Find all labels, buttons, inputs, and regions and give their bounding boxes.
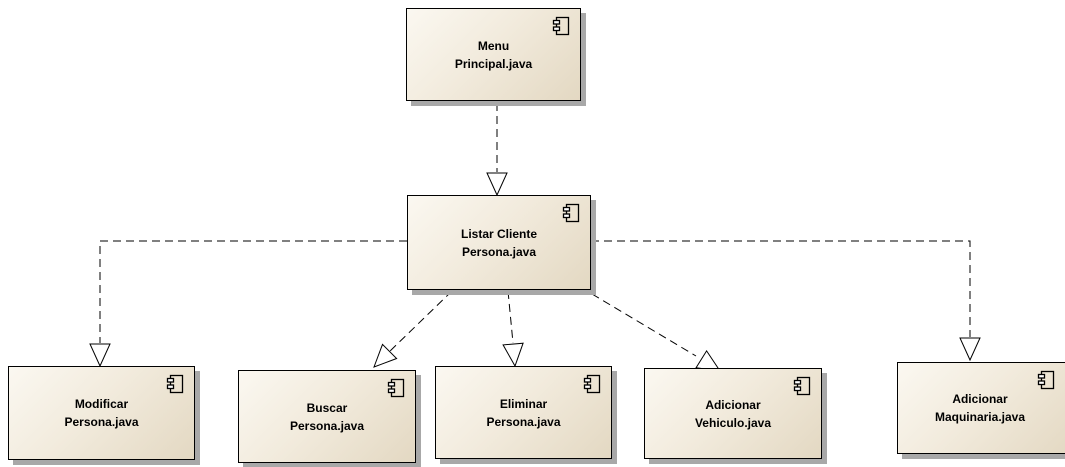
hollow-arrowhead <box>373 343 398 368</box>
component-buscar-persona[interactable]: Buscar Persona.java <box>238 370 416 463</box>
component-adicionar-maquinaria[interactable]: Adicionar Maquinaria.java <box>897 362 1065 454</box>
component-label: Modificar Persona.java <box>64 397 139 429</box>
dependency-listar-to-buscar[interactable] <box>373 290 453 368</box>
component-listar-cliente-persona[interactable]: Listar Cliente Persona.java <box>407 195 591 290</box>
component-icon <box>793 376 811 396</box>
component-icon <box>562 203 580 223</box>
component-label: Menu Principal.java <box>454 38 533 71</box>
dependency-line <box>507 290 514 344</box>
hollow-arrowhead <box>502 342 524 368</box>
dependency-listar-to-vehiculo[interactable] <box>591 293 722 372</box>
dependency-listar-to-maquinaria[interactable] <box>591 240 981 362</box>
component-modificar-persona[interactable]: Modificar Persona.java <box>8 366 195 460</box>
component-adicionar-vehiculo[interactable]: Adicionar Vehiculo.java <box>644 368 822 459</box>
hollow-arrowhead <box>959 337 981 362</box>
component-icon <box>1037 370 1055 390</box>
dependency-listar-to-eliminar[interactable] <box>502 290 524 368</box>
component-label: Adicionar Maquinaria.java <box>934 392 1026 424</box>
dependency-line <box>99 240 407 343</box>
dependency-line <box>591 240 971 337</box>
component-label: Buscar Persona.java <box>289 400 365 433</box>
hollow-arrowhead <box>486 172 508 197</box>
component-label: Listar Cliente Persona.java <box>460 226 538 259</box>
component-eliminar-persona[interactable]: Eliminar Persona.java <box>435 366 612 459</box>
component-icon <box>583 374 601 394</box>
component-icon <box>552 16 570 36</box>
dependency-menu-to-listar[interactable] <box>486 103 508 197</box>
component-label: Adicionar Vehiculo.java <box>694 397 772 430</box>
dependency-line <box>591 293 697 357</box>
component-icon <box>166 374 184 394</box>
component-label: Eliminar Persona.java <box>486 396 561 429</box>
dependency-line <box>387 290 453 354</box>
component-menu-principal[interactable]: Menu Principal.java <box>406 8 581 101</box>
dependency-listar-to-modificar[interactable] <box>89 240 407 368</box>
hollow-arrowhead <box>89 343 111 368</box>
component-icon <box>387 378 405 398</box>
